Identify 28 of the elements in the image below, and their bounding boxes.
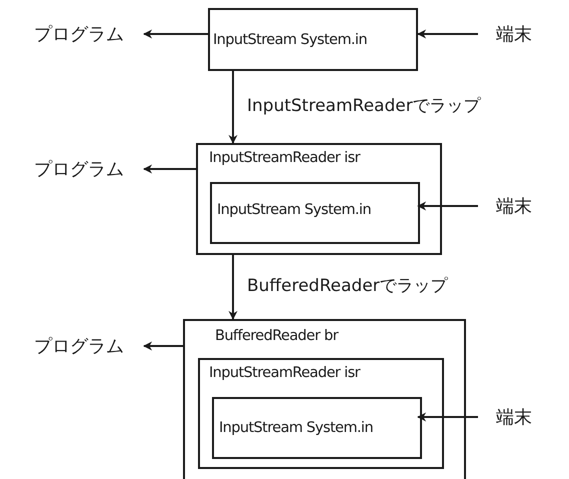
reader-box bbox=[198, 358, 444, 469]
box-label: InputStream System.in bbox=[217, 202, 371, 218]
box-label: InputStreamReader isr bbox=[209, 365, 360, 381]
arrow bbox=[228, 255, 238, 320]
stream-box bbox=[210, 182, 420, 244]
reader-box bbox=[196, 143, 442, 255]
program-label: プログラム bbox=[20, 20, 138, 48]
box-label: InputStream System.in bbox=[219, 420, 373, 436]
stream-box bbox=[212, 397, 422, 459]
edge-label: BufferedReaderでラップ bbox=[247, 275, 448, 297]
program-label: プログラム bbox=[20, 155, 138, 183]
box-label: BufferedReader br bbox=[215, 328, 338, 344]
arrow bbox=[417, 202, 478, 210]
box-label: InputStreamReader isr bbox=[209, 150, 360, 166]
arrow bbox=[143, 30, 208, 38]
edge-label: InputStreamReaderでラップ bbox=[247, 95, 481, 117]
arrow bbox=[143, 164, 196, 174]
terminal-label: 端末 bbox=[484, 192, 544, 220]
box-label: InputStream System.in bbox=[213, 32, 367, 48]
arrow bbox=[417, 412, 478, 422]
program-label: プログラム bbox=[20, 332, 138, 360]
arrow bbox=[143, 342, 183, 350]
terminal-label: 端末 bbox=[484, 20, 544, 48]
buffered-reader-box bbox=[183, 319, 466, 479]
terminal-label: 端末 bbox=[484, 403, 544, 431]
stream-box bbox=[208, 8, 418, 71]
arrow bbox=[417, 30, 478, 38]
arrow bbox=[228, 71, 238, 144]
